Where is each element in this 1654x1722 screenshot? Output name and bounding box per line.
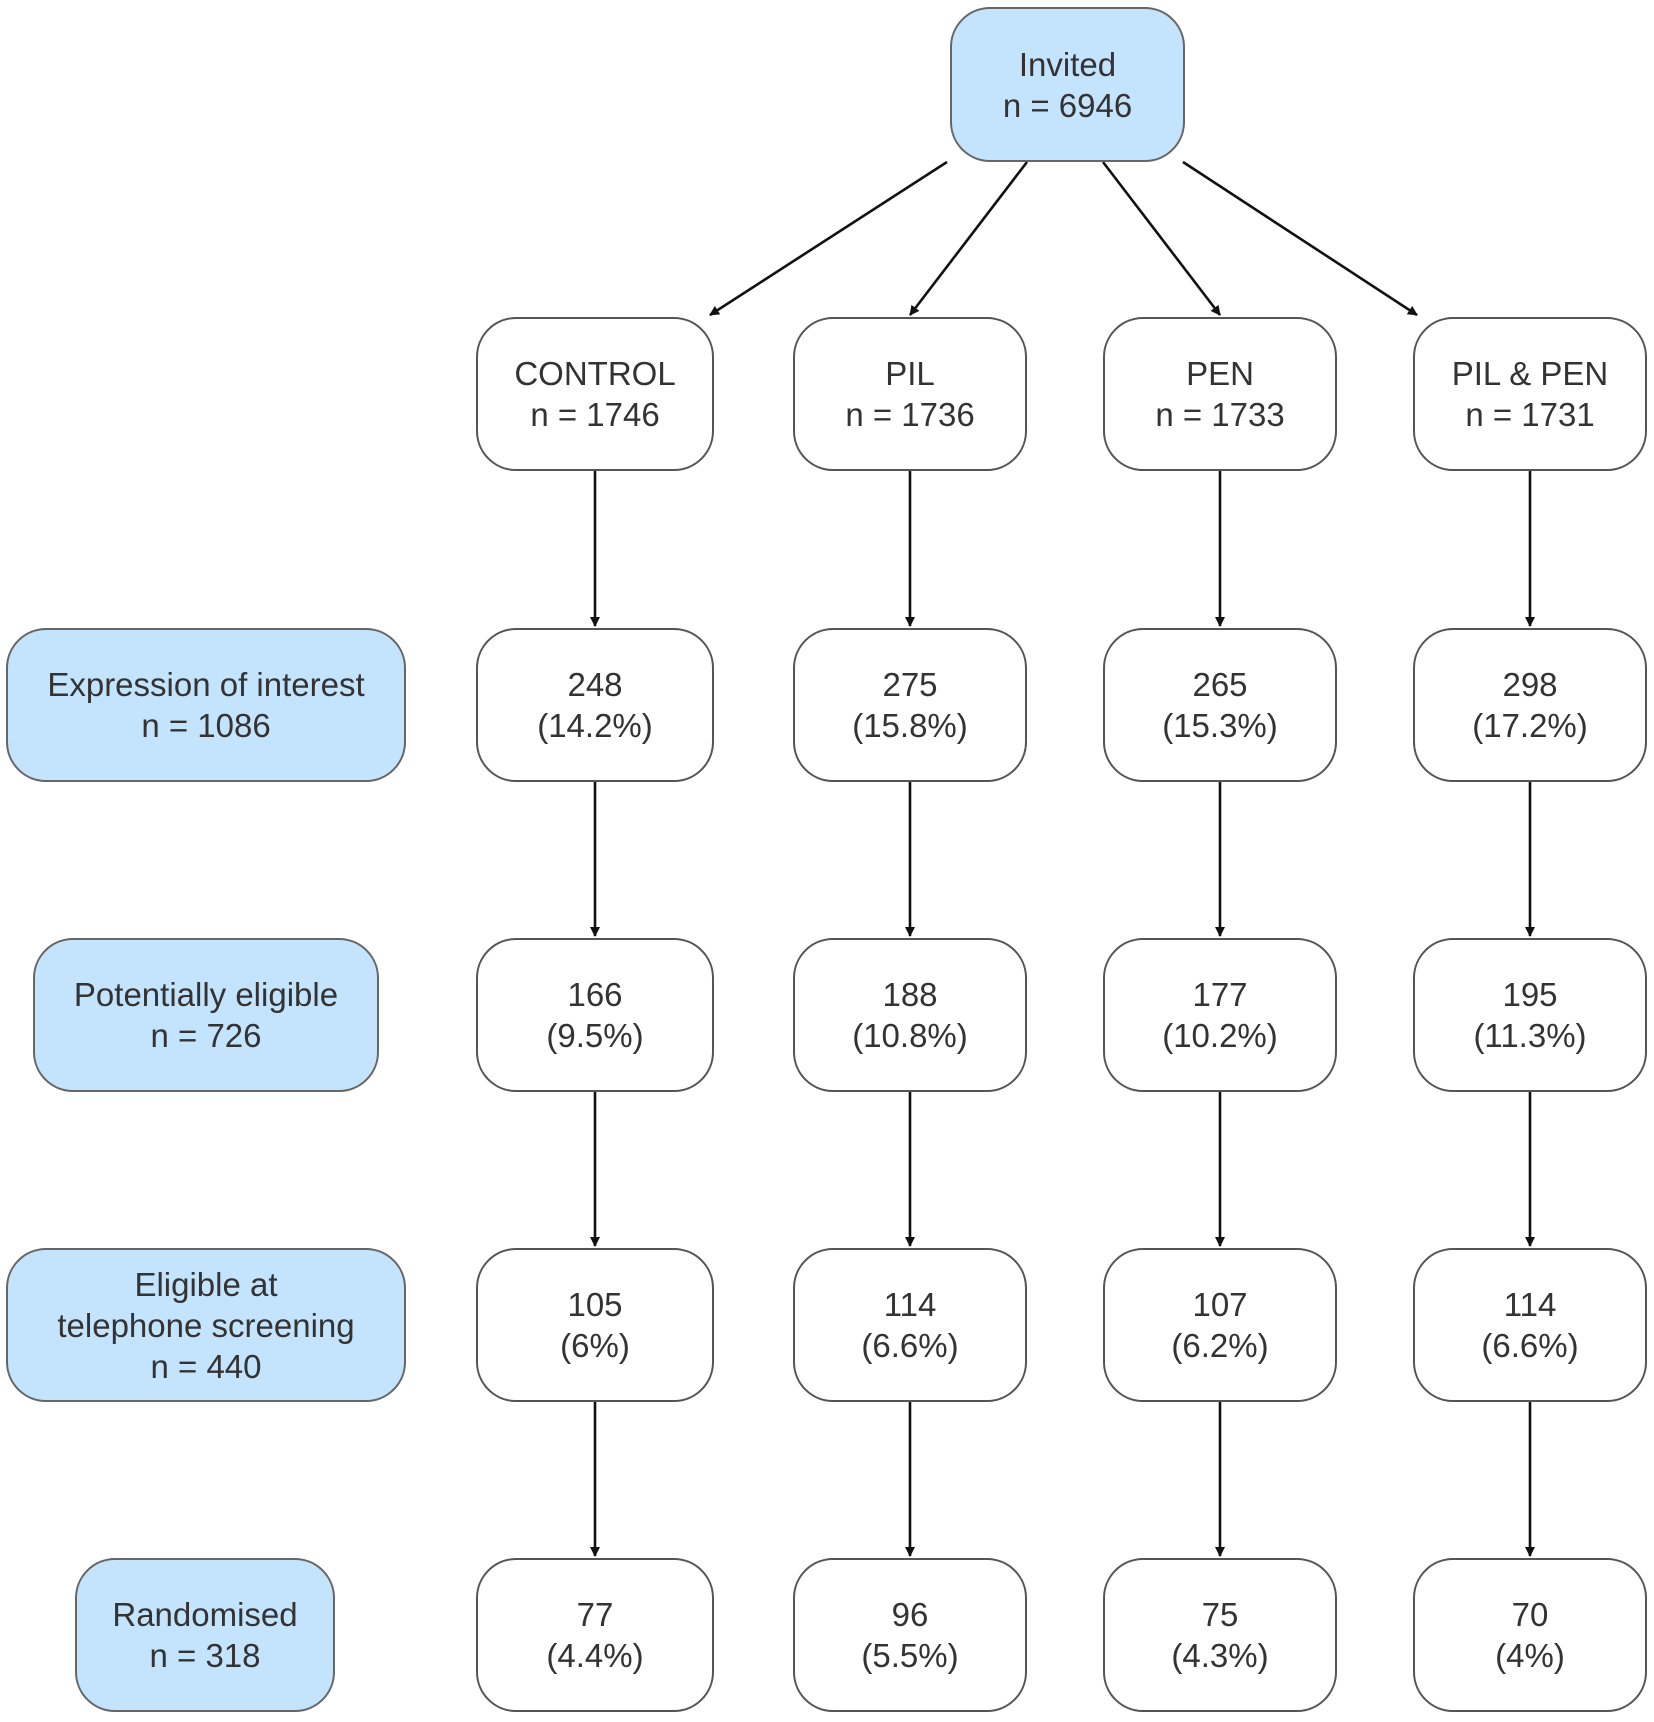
- cell-count: 188: [882, 976, 938, 1013]
- cell-percent: (15.3%): [1162, 707, 1278, 744]
- invited-label: Invited: [1018, 45, 1117, 83]
- arm-node-pen: PEN n = 1733: [1103, 317, 1337, 471]
- cell-percent: (10.2%): [1162, 1017, 1278, 1054]
- cell-percent: (4.3%): [1171, 1637, 1269, 1674]
- stage-count: n = 318: [149, 1637, 261, 1674]
- cell-percent: (4.4%): [546, 1637, 644, 1674]
- cell-percent: (6%): [560, 1327, 630, 1364]
- arm-label: PIL: [885, 355, 935, 392]
- cell-potentially-eligible-pil: 188 (10.8%): [793, 938, 1027, 1092]
- cell-expression-of-interest-pil-pen: 298 (17.2%): [1413, 628, 1647, 782]
- cell-expression-of-interest-pil: 275 (15.8%): [793, 628, 1027, 782]
- cell-count: 195: [1502, 976, 1558, 1013]
- stage-count: n = 726: [150, 1017, 262, 1054]
- cell-percent: (5.5%): [861, 1637, 959, 1674]
- arm-label: CONTROL: [514, 355, 676, 392]
- cell-potentially-eligible-pil-pen: 195 (11.3%): [1413, 938, 1647, 1092]
- stage-node-expression-of-interest: Expression of interest n = 1086: [6, 628, 406, 782]
- cell-count: 114: [1503, 1286, 1557, 1323]
- cell-count: 265: [1192, 666, 1248, 703]
- arm-label: PIL & PEN: [1451, 355, 1609, 392]
- cell-count: 70: [1511, 1596, 1549, 1633]
- invited-count: n = 6946: [1002, 86, 1133, 124]
- arm-count: n = 1733: [1155, 396, 1285, 433]
- arm-node-pil-pen: PIL & PEN n = 1731: [1413, 317, 1647, 471]
- arm-count: n = 1731: [1465, 396, 1595, 433]
- cell-percent: (14.2%): [537, 707, 653, 744]
- arm-count: n = 1736: [845, 396, 975, 433]
- cell-count: 166: [567, 976, 623, 1013]
- stage-label: Eligible at: [134, 1265, 278, 1303]
- arm-label: PEN: [1186, 355, 1254, 392]
- cell-percent: (4%): [1495, 1637, 1565, 1674]
- stage-node-randomised: Randomised n = 318: [75, 1558, 335, 1712]
- cell-eligible-at-telephone-screening-pil: 114 (6.6%): [793, 1248, 1027, 1402]
- arrow-invited-to-control: [709, 160, 948, 317]
- stage-count: n = 1086: [141, 707, 271, 744]
- cell-randomised-pil: 96 (5.5%): [793, 1558, 1027, 1712]
- cell-count: 248: [567, 666, 623, 703]
- cell-potentially-eligible-control: 166 (9.5%): [476, 938, 714, 1092]
- cell-randomised-control: 77 (4.4%): [476, 1558, 714, 1712]
- cell-percent: (6.2%): [1171, 1327, 1269, 1364]
- cell-count: 96: [891, 1596, 929, 1633]
- cell-count: 275: [882, 666, 938, 703]
- cell-count: 114: [883, 1286, 937, 1323]
- cell-count: 177: [1192, 976, 1248, 1013]
- cell-percent: (6.6%): [861, 1327, 959, 1364]
- stage-label: Expression of interest: [47, 666, 365, 703]
- stage-label: Randomised: [112, 1596, 298, 1633]
- stage-label: Potentially eligible: [73, 976, 339, 1013]
- arm-count: n = 1746: [530, 396, 660, 433]
- cell-randomised-pen: 75 (4.3%): [1103, 1558, 1337, 1712]
- stage-count: n = 440: [150, 1347, 262, 1385]
- cell-percent: (17.2%): [1472, 707, 1588, 744]
- cell-percent: (15.8%): [852, 707, 968, 744]
- stage-label: telephone screening: [57, 1306, 355, 1344]
- stage-node-potentially-eligible: Potentially eligible n = 726: [33, 938, 379, 1092]
- arrow-invited-to-pil-pen: [1182, 160, 1418, 317]
- cell-eligible-at-telephone-screening-pil-pen: 114 (6.6%): [1413, 1248, 1647, 1402]
- cell-expression-of-interest-control: 248 (14.2%): [476, 628, 714, 782]
- cell-eligible-at-telephone-screening-control: 105 (6%): [476, 1248, 714, 1402]
- cell-percent: (6.6%): [1481, 1327, 1579, 1364]
- cell-percent: (11.3%): [1473, 1017, 1587, 1054]
- arm-node-control: CONTROL n = 1746: [476, 317, 714, 471]
- cell-percent: (10.8%): [852, 1017, 968, 1054]
- cell-count: 75: [1201, 1596, 1239, 1633]
- cell-expression-of-interest-pen: 265 (15.3%): [1103, 628, 1337, 782]
- cell-percent: (9.5%): [546, 1017, 644, 1054]
- cell-eligible-at-telephone-screening-pen: 107 (6.2%): [1103, 1248, 1337, 1402]
- cell-randomised-pil-pen: 70 (4%): [1413, 1558, 1647, 1712]
- cell-count: 298: [1502, 666, 1558, 703]
- cell-count: 107: [1192, 1286, 1248, 1323]
- arrow-invited-to-pil: [908, 161, 1029, 316]
- arm-node-pil: PIL n = 1736: [793, 317, 1027, 471]
- cell-potentially-eligible-pen: 177 (10.2%): [1103, 938, 1337, 1092]
- arrow-invited-to-pen: [1101, 161, 1222, 316]
- cell-count: 77: [576, 1596, 614, 1633]
- cell-count: 105: [567, 1286, 623, 1323]
